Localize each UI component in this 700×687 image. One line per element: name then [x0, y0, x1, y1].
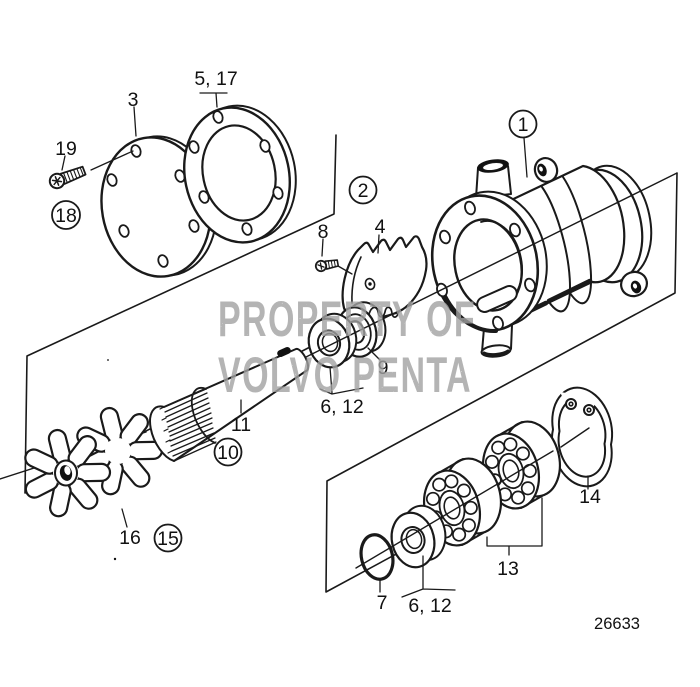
- callout-3: 3: [128, 89, 139, 111]
- callout-14: 14: [579, 486, 601, 508]
- housing-ear-lugs: [533, 157, 648, 298]
- watermark-line-2: VOLVO PENTA: [218, 347, 472, 403]
- watermark: PROPERTY OF VOLVO PENTA: [218, 291, 476, 403]
- group-leader-lines: [61, 92, 589, 598]
- callout-6-12-upper: 6, 12: [320, 396, 363, 418]
- callout-19: 19: [55, 138, 77, 160]
- callout-1: 1: [518, 114, 529, 136]
- print-speck: [107, 359, 109, 361]
- callout-7: 7: [377, 592, 388, 614]
- impeller: [24, 406, 164, 518]
- screw-to-hole-leader: [90, 150, 134, 171]
- cover-plate-holes: [106, 144, 200, 268]
- cam-plate: [341, 235, 428, 320]
- shaft-keyway: [277, 346, 291, 358]
- drive-shaft: [149, 346, 310, 462]
- cover-screw: [48, 150, 134, 190]
- callout-10: 10: [217, 442, 239, 464]
- housing-bore-slot: [476, 285, 518, 313]
- gasket-holes: [188, 110, 284, 236]
- o-ring: [359, 533, 395, 581]
- circled-callout-2: 2: [348, 175, 378, 205]
- cam-screw: [314, 259, 353, 275]
- bearing-group: [355, 386, 614, 581]
- callout-13: 13: [497, 558, 519, 580]
- shaft-spline-end-teeth: [159, 406, 173, 454]
- callout-15: 15: [157, 528, 179, 550]
- circled-callout-18: 18: [51, 200, 81, 230]
- seal-ring-lower: [390, 504, 447, 569]
- housing-flange-holes: [436, 200, 536, 331]
- callout-8: 8: [318, 221, 329, 243]
- pump-housing: [430, 157, 653, 358]
- callout-18: 18: [55, 205, 77, 227]
- print-speck: [113, 557, 117, 561]
- group-circled-callouts: 18 2 1 10 15: [51, 109, 538, 553]
- circled-callout-1: 1: [508, 109, 538, 139]
- circled-callout-15: 15: [153, 523, 183, 553]
- circled-callout-10: 10: [213, 437, 243, 467]
- shaft-spline-ridges: [163, 388, 217, 462]
- shaft-spline-step: [190, 387, 216, 444]
- group-callout-labels: 19 3 5, 17 8 4 9 6, 12 11 16 7 6, 12 13 …: [55, 68, 601, 617]
- circlip: [550, 386, 614, 488]
- torx-icon: [51, 176, 63, 186]
- callout-16: 16: [119, 527, 141, 549]
- callout-5-17: 5, 17: [194, 68, 237, 90]
- callout-2: 2: [358, 180, 369, 202]
- callout-6-12-lower: 6, 12: [408, 595, 451, 617]
- seal-spring: [368, 306, 399, 318]
- axis-line-main: [305, 172, 678, 358]
- axis-line-bearing-group: [355, 427, 590, 569]
- callout-9: 9: [378, 357, 389, 379]
- housing-top-pipe: [475, 159, 512, 199]
- cover-gasket: [183, 104, 297, 244]
- watermark-line-1: PROPERTY OF: [218, 291, 476, 347]
- callout-4: 4: [375, 216, 386, 238]
- cam-screw-leader: [337, 265, 353, 275]
- drawing-number: 26633: [594, 615, 640, 633]
- callout-11: 11: [231, 414, 251, 436]
- impeller-front-blades: [24, 428, 112, 518]
